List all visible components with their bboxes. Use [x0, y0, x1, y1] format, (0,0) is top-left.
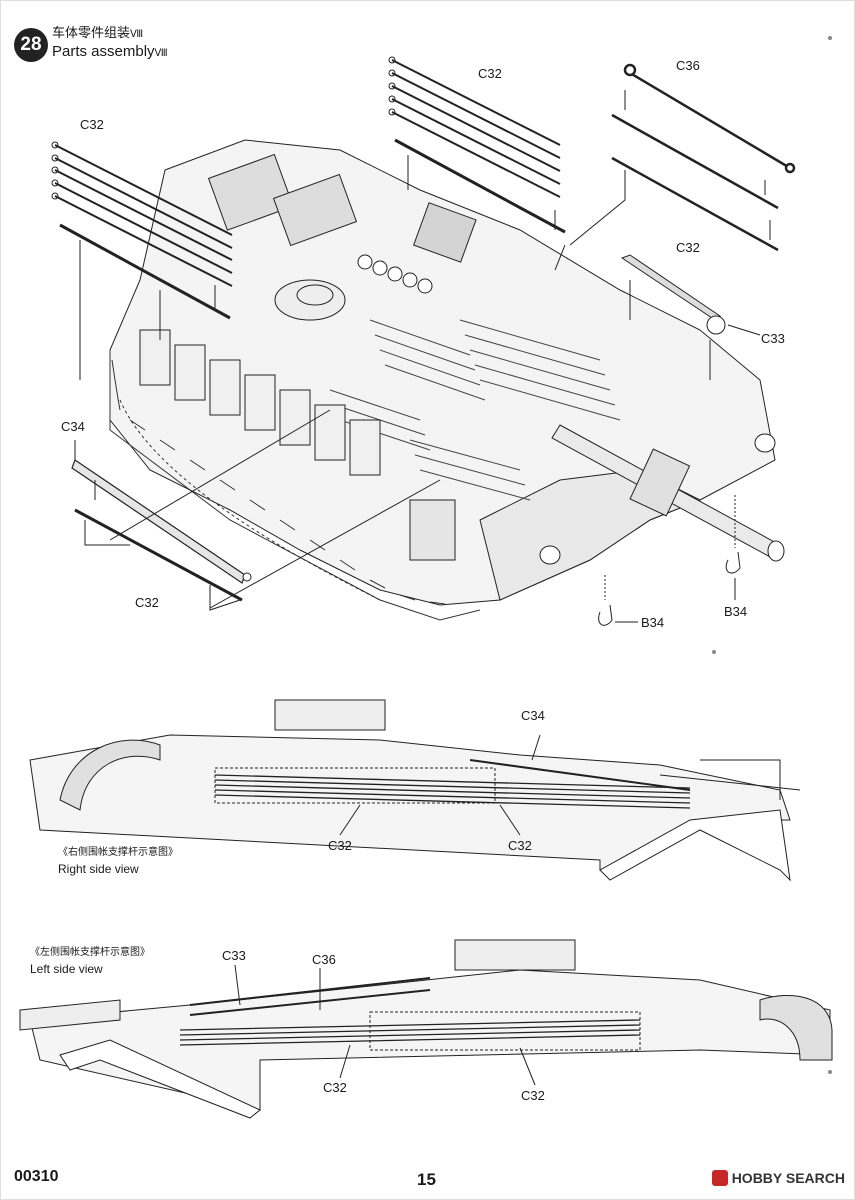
rod-c36	[611, 63, 796, 252]
towing-eye-front	[754, 433, 776, 453]
right-view-label-c32-left: C32	[328, 838, 352, 853]
leader-line	[84, 520, 241, 611]
left-view-label-c32-left: C32	[323, 1080, 347, 1095]
rod-c33	[620, 254, 726, 335]
leader-line	[629, 280, 711, 380]
rod-bundle-c32-top-middle	[388, 56, 566, 234]
label-c32-top-middle: C32	[478, 66, 502, 81]
right-view-turret	[274, 699, 386, 731]
leader-line	[339, 734, 541, 836]
mesh-panel	[413, 202, 477, 263]
left-view-rod-c36	[189, 989, 431, 1016]
left-view-label-c36: C36	[312, 952, 336, 967]
watermark-text: HOBBY SEARCH	[731, 1170, 845, 1186]
step-title: 车体零件组装Ⅷ Parts assemblyⅧ	[52, 24, 168, 62]
step-title-cn-suffix: Ⅷ	[130, 29, 144, 40]
label-b34-right: B34	[724, 604, 748, 619]
right-view-rod-c34	[469, 759, 691, 791]
registration-dot	[712, 650, 716, 654]
step-title-en-suffix: Ⅷ	[154, 48, 168, 59]
exhaust-hose	[59, 739, 161, 811]
left-view-label-c32-right: C32	[521, 1088, 545, 1103]
label-b34-center: B34	[641, 615, 665, 630]
rod-c34	[71, 459, 252, 584]
left-view-caption-cn: 《左侧围帐支撑杆示意图》	[30, 947, 150, 958]
label-c32-right: C32	[676, 240, 700, 255]
leader-line	[569, 90, 771, 246]
label-c34: C34	[61, 419, 85, 434]
leader-line	[727, 324, 761, 336]
left-view-rods	[179, 1019, 641, 1046]
hobby-search-logo-icon	[711, 1170, 728, 1186]
gun-cradle	[629, 448, 691, 517]
right-view-caption-en: Right side view	[58, 862, 139, 876]
engine-grille-right	[272, 173, 358, 247]
side-skirt-panels	[139, 329, 456, 561]
left-view-gun	[19, 999, 121, 1031]
left-view-skirt-frame	[59, 1039, 261, 1119]
step-title-en: Parts assembly	[52, 43, 155, 60]
left-view-label-c33: C33	[222, 948, 246, 963]
right-side-view-drawing	[29, 699, 801, 882]
leader-line	[234, 964, 536, 1086]
leader-line	[79, 240, 216, 380]
gun-muzzle	[767, 540, 785, 562]
registration-dot	[828, 1070, 832, 1074]
commander-cupola	[274, 279, 346, 321]
step-number-badge: 28	[14, 28, 48, 62]
registration-dot	[828, 36, 832, 40]
part-b34-right	[725, 495, 741, 574]
smoke-launchers	[357, 254, 433, 294]
right-view-rods	[214, 774, 691, 809]
towing-eye-left	[539, 545, 561, 565]
engine-grille-left	[207, 153, 294, 231]
left-view-caption: 《左侧围帐支撑杆示意图》 Left side view	[30, 945, 150, 977]
leader-line	[407, 155, 566, 271]
watermark: HOBBY SEARCH	[711, 1170, 845, 1186]
cupola-hatch	[296, 284, 334, 306]
right-view-label-c34: C34	[521, 708, 545, 723]
rod-c32-bottom-left	[74, 508, 243, 602]
left-side-view-drawing	[19, 939, 833, 1119]
right-view-caption: 《右侧围帐支撑杆示意图》 Right side view	[58, 845, 178, 877]
left-view-exhaust	[759, 994, 833, 1061]
product-code: 00310	[14, 1168, 59, 1185]
label-c32-bottom-left: C32	[135, 595, 159, 610]
leader-line	[109, 409, 441, 609]
left-view-rod-c33	[189, 977, 431, 1006]
label-c33: C33	[761, 331, 785, 346]
step-title-cn: 车体零件组装	[52, 25, 131, 40]
left-view-turret	[454, 939, 576, 971]
page-number: 15	[417, 1170, 436, 1189]
part-b34-center	[598, 575, 613, 626]
right-view-gun	[659, 759, 801, 800]
right-view-skirt-frame	[599, 809, 791, 882]
left-view-caption-en: Left side view	[30, 962, 103, 976]
rod-bundle-c32-top-left	[51, 141, 233, 320]
stowage-slats	[329, 319, 621, 501]
label-c32-top-left: C32	[80, 117, 104, 132]
label-c36: C36	[676, 58, 700, 73]
track-run	[109, 350, 481, 621]
right-view-label-c32-right: C32	[508, 838, 532, 853]
right-view-caption-cn: 《右侧围帐支撑杆示意图》	[58, 847, 178, 858]
leader-line	[74, 440, 96, 500]
